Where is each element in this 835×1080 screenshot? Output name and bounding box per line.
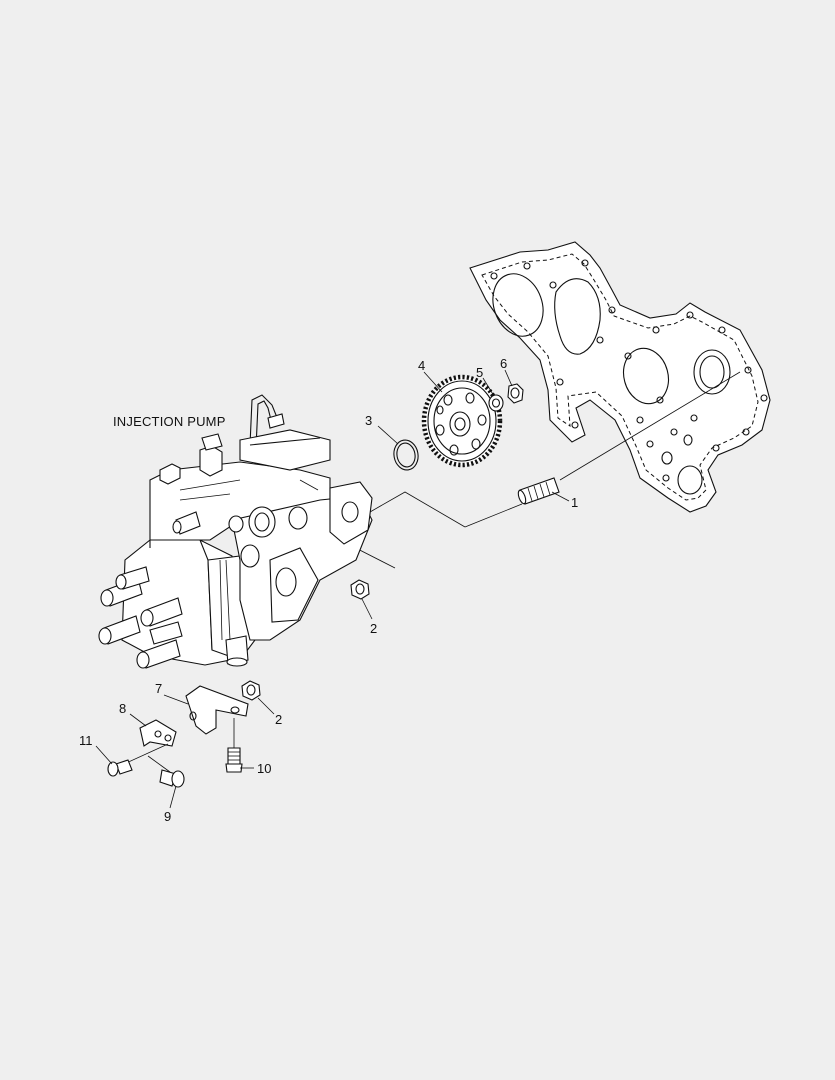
callout-9: 9 (164, 809, 171, 824)
callout-2-upper: 2 (370, 621, 377, 636)
nut-part-2-lower (241, 680, 261, 701)
delivery-valves (98, 566, 183, 669)
washer-part-5 (488, 394, 504, 412)
callout-6: 6 (500, 356, 507, 371)
gear-case-plate (469, 241, 771, 513)
callout-3: 3 (365, 413, 372, 428)
nut-part-2-upper (350, 579, 370, 600)
bolt-part-10 (225, 718, 243, 773)
gear-part-4 (421, 374, 503, 468)
nut-part-6 (507, 383, 524, 404)
callout-4: 4 (418, 358, 425, 373)
leader-lines (95, 369, 570, 809)
overflow-pipe (249, 394, 285, 449)
callout-2-lower: 2 (275, 712, 282, 727)
o-ring-part-3 (393, 439, 419, 471)
bolt-part-11 (107, 743, 169, 777)
callout-1: 1 (571, 495, 578, 510)
callout-10: 10 (257, 761, 271, 776)
bolt-part-9 (147, 755, 185, 788)
callout-11: 11 (79, 733, 93, 748)
callout-8: 8 (119, 701, 126, 716)
stud-part-1 (517, 477, 560, 505)
bracket-part-7 (185, 685, 249, 735)
callout-7: 7 (155, 681, 162, 696)
injection-pump-body (98, 394, 373, 669)
plate-part-8 (139, 719, 177, 747)
assembly-axis-line (339, 371, 741, 569)
diagram-title: INJECTION PUMP (113, 414, 226, 429)
callout-5: 5 (476, 365, 483, 380)
